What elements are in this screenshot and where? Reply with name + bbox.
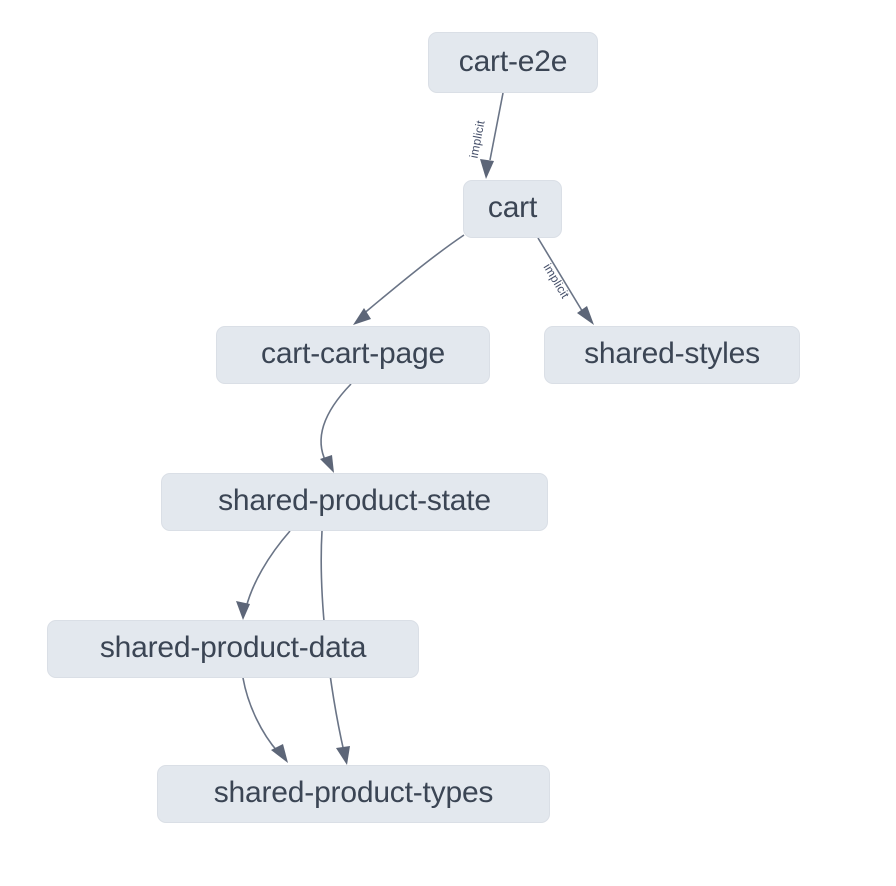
arrowhead-icon bbox=[480, 159, 494, 179]
node-label: cart bbox=[487, 191, 538, 224]
arrowhead-icon bbox=[336, 746, 350, 765]
node-label: shared-product-types bbox=[213, 776, 494, 809]
node-cart-cart-page[interactable]: cart-cart-page bbox=[216, 326, 490, 384]
node-label: shared-product-data bbox=[99, 631, 367, 664]
node-shared-product-data[interactable]: shared-product-data bbox=[47, 620, 419, 678]
edge-shared-product-data-to-shared-product-types bbox=[242, 677, 288, 763]
edge-path bbox=[320, 383, 352, 463]
edge-label: implicit bbox=[541, 261, 573, 301]
edge-path bbox=[242, 677, 279, 753]
node-label: cart-e2e bbox=[458, 44, 568, 78]
arrowhead-icon bbox=[271, 744, 288, 763]
node-shared-product-types[interactable]: shared-product-types bbox=[157, 765, 550, 823]
node-label: cart-cart-page bbox=[261, 337, 445, 370]
edge-path bbox=[361, 234, 465, 316]
edge-label: implicit bbox=[467, 119, 488, 160]
edge-path bbox=[537, 237, 585, 315]
edge-shared-product-state-to-shared-product-data bbox=[236, 530, 291, 620]
arrowhead-icon bbox=[577, 306, 594, 325]
node-label: shared-product-state bbox=[218, 484, 491, 517]
edge-cart-e2e-to-cart: implicit bbox=[467, 92, 504, 179]
edge-path bbox=[245, 530, 291, 609]
node-cart[interactable]: cart bbox=[463, 180, 562, 238]
node-cart-e2e[interactable]: cart-e2e bbox=[428, 32, 598, 93]
edge-cart-to-cart-cart-page bbox=[353, 234, 465, 325]
node-shared-product-state[interactable]: shared-product-state bbox=[161, 473, 548, 531]
edge-cart-cart-page-to-shared-product-state bbox=[320, 383, 352, 473]
node-label: shared-styles bbox=[584, 337, 760, 370]
arrowhead-icon bbox=[320, 455, 334, 473]
node-shared-styles[interactable]: shared-styles bbox=[544, 326, 800, 384]
edge-cart-to-shared-styles: implicit bbox=[537, 237, 594, 325]
arrowhead-icon bbox=[353, 308, 371, 325]
arrowhead-icon bbox=[236, 601, 250, 620]
edge-path bbox=[489, 92, 504, 161]
